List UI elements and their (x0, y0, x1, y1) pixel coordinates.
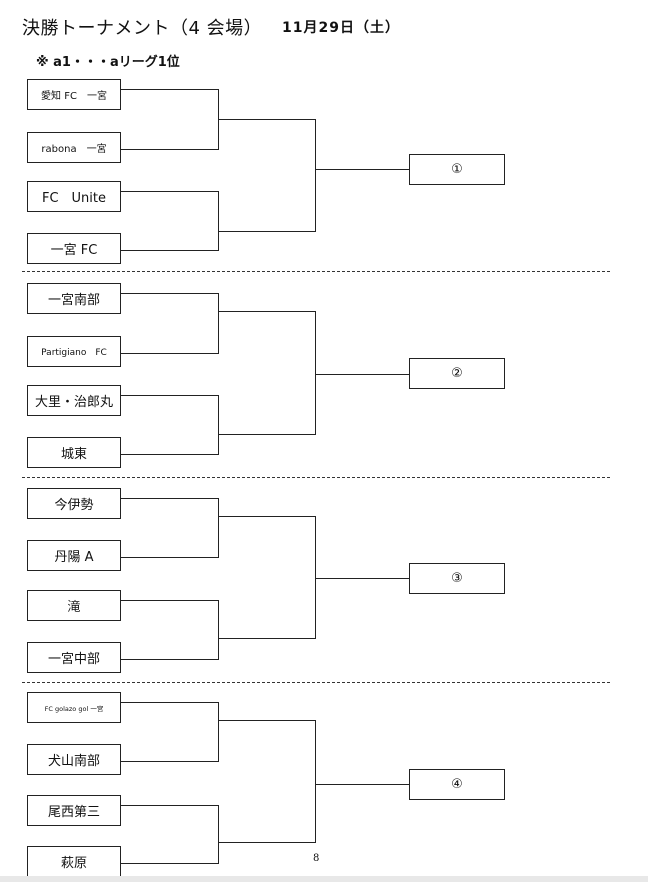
team-slot: rabona 一宮 (27, 132, 121, 163)
section-divider (22, 477, 610, 478)
team-slot: 尾西第三 (27, 795, 121, 826)
page-bottom-edge (0, 876, 648, 882)
team-slot: 丹陽 A (27, 540, 121, 571)
match-date: 11月29日（土） (282, 20, 400, 36)
winner-slot: ② (409, 358, 505, 389)
page-number: 8 (313, 853, 320, 864)
winner-slot: ① (409, 154, 505, 185)
team-slot: 城東 (27, 437, 121, 468)
winner-slot: ④ (409, 769, 505, 800)
winner-slot: ③ (409, 563, 505, 594)
team-slot: FC Unite (27, 181, 121, 212)
legend-note: ※ a1・・・aリーグ1位 (36, 55, 180, 70)
team-slot: 一宮 FC (27, 233, 121, 264)
team-slot: 犬山南部 (27, 744, 121, 775)
page-title: 決勝トーナメント（4 会場） (22, 18, 263, 39)
team-slot: 今伊勢 (27, 488, 121, 519)
team-slot: 一宮中部 (27, 642, 121, 673)
team-slot: 滝 (27, 590, 121, 621)
team-slot: 愛知 FC 一宮 (27, 79, 121, 110)
section-divider (22, 682, 610, 683)
team-slot: 大里・治郎丸 (27, 385, 121, 416)
section-divider (22, 271, 610, 272)
team-slot: 萩原 (27, 846, 121, 877)
team-slot: FC golazo gol 一宮 (27, 692, 121, 723)
team-slot: 一宮南部 (27, 283, 121, 314)
team-slot: Partigiano FC (27, 336, 121, 367)
